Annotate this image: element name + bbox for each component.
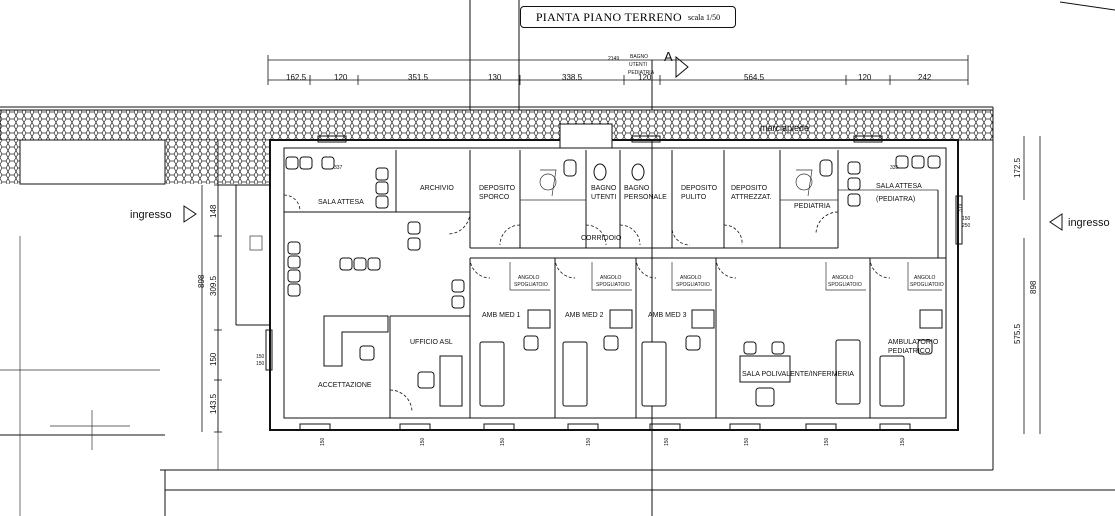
sidewalk-hatch [0,109,994,141]
room-corridoio: CORRIDOIO [581,235,622,242]
angolo-1a: ANGOLO [518,275,540,281]
section-arrow [675,55,689,79]
dim-total: 2149 [608,56,619,62]
left-window-mark-2: 150 [256,361,265,367]
angolo-5a: ANGOLO [914,275,936,281]
window-label-7: 150 [824,437,830,446]
dim-seg-5: 120 [638,73,652,82]
dim-seg-7: 120 [858,73,872,82]
right-dim-outer: 898 [1029,280,1038,294]
angolo-2b: SPOGLIATOIO [596,282,630,288]
dim-seg-3: 130 [488,73,502,82]
angolo-2a: ANGOLO [600,275,622,281]
left-dim-outer: 898 [197,274,206,288]
room-ufficio-asl: UFFICIO ASL [410,339,453,346]
title-main: PIANTA PIANO TERRENO [535,9,682,24]
angolo-4a: ANGOLO [832,275,854,281]
reception-desk [323,315,389,367]
window-label-2: 150 [420,437,426,446]
room-bagno-personale-2: PERSONALE [624,194,667,201]
angolo-1b: SPOGLIATOIO [514,282,548,288]
window-label-8: 150 [900,437,906,446]
window-label-5: 150 [664,437,670,446]
sanitary-fixtures [559,123,833,181]
window-label-4: 150 [586,437,592,446]
left-dim-2: 309.5 [209,275,218,296]
left-dim-4: 143.5 [209,393,218,414]
top-label-b: 335 [890,165,899,171]
dim-seg-6: 564.5 [744,73,765,82]
room-deposito-sporco-1: DEPOSITO [479,185,516,192]
dim-seg-2: 351.5 [408,73,429,82]
top-label-a: 337 [334,165,343,171]
dim-seg-0: 162.5 [286,73,307,82]
room-bagno-utenti-1: BAGNO [591,185,617,192]
room-archivio: ARCHIVIO [420,185,454,192]
window-label-3: 150 [500,437,506,446]
entrance-arrow-left [183,205,197,223]
right-win-b: 150 [962,216,971,222]
angolo-4b: SPOGLIATOIO [828,282,862,288]
exam-furniture [479,309,943,407]
room-amb-med-1: AMB MED 1 [482,312,521,319]
bathroom-line-3: PEDIATRIA [628,70,655,76]
waiting-chairs-right [847,155,941,207]
room-deposito-sporco-2: SPORCO [479,194,510,201]
angolo-5b: SPOGLIATOIO [910,282,944,288]
title-scale: scala 1/50 [687,12,721,22]
bathroom-line-2: UTENTI [629,62,647,68]
room-accettazione: ACCETTAZIONE [318,382,372,389]
room-ambulatorio-2: PEDIATRICO [888,348,931,355]
right-dim-bottom: 575.5 [1013,323,1022,344]
dim-seg-8: 242 [918,73,932,82]
drawing-title: PIANTA PIANO TERRENO scala 1/50 [520,6,736,28]
room-bagno-personale-1: BAGNO [624,185,650,192]
entrance-arrow-right [1049,213,1063,231]
wheelchair-icon [539,169,813,197]
right-dim-top: 172.5 [1013,157,1022,178]
angolo-3a: ANGOLO [680,275,702,281]
left-dim-1: 148 [209,204,218,218]
right-win-a: 319 [958,203,964,212]
room-sala-attesa: SALA ATTESA [318,199,364,206]
room-pediatria: PEDIATRIA [794,203,831,210]
waiting-chairs-left [285,156,465,309]
marciapiede-label: marciapiede [760,123,809,133]
dim-seg-1: 120 [334,73,348,82]
building-outline [269,139,959,431]
angolo-3b: SPOGLIATOIO [676,282,710,288]
room-deposito-attrezzat-1: DEPOSITO [731,185,768,192]
entrance-left: ingresso [130,209,172,221]
room-deposito-pulito-2: PULITO [681,194,707,201]
window-label-6: 150 [744,437,750,446]
room-sala-attesa-ped-1: SALA ATTESA [876,183,922,190]
entrance-right: ingresso [1068,217,1110,229]
room-bagno-utenti-2: UTENTI [591,194,616,201]
room-sala-attesa-ped-2: (PEDIATRA) [876,196,915,203]
bathroom-line-1: BAGNO [630,54,648,60]
room-deposito-attrezzat-2: ATTREZZAT. [731,194,772,201]
right-win-c: 250 [962,223,971,229]
room-deposito-pulito-1: DEPOSITO [681,185,718,192]
left-window-mark-1: 150 [256,354,265,360]
left-dim-3: 150 [209,352,218,366]
dim-seg-4: 338.5 [562,73,583,82]
window-label-1: 150 [320,437,326,446]
room-ambulatorio-1: AMBULATORIO [888,339,939,346]
room-sala-polivalente: SALA POLIVALENTE/INFERMERIA [742,371,854,378]
section-marker: A [664,49,673,64]
room-amb-med-2: AMB MED 2 [565,312,604,319]
room-amb-med-3: AMB MED 3 [648,312,687,319]
